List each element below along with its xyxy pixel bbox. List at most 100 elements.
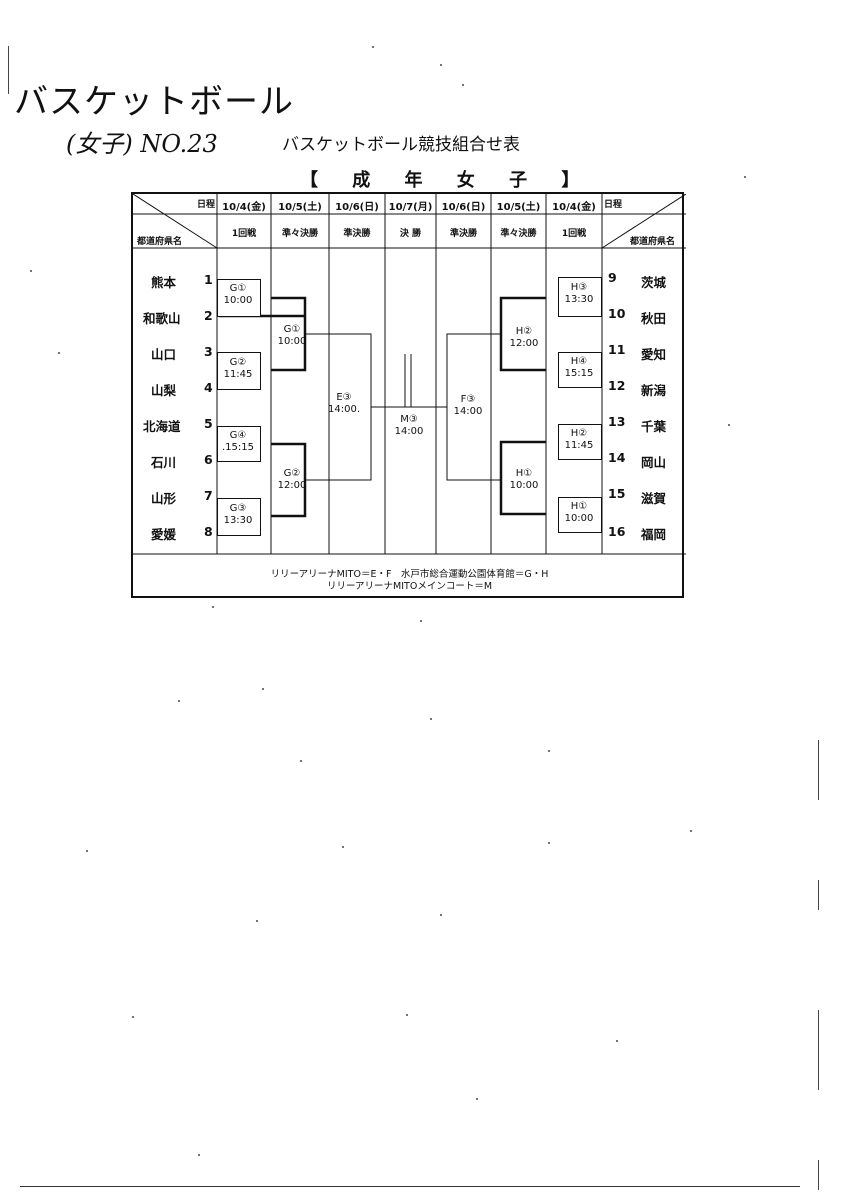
scan-speck [256,920,258,922]
right-seed-10: 10 [608,306,626,321]
bracket-lines [133,194,686,555]
right-seed-15: 15 [608,486,626,501]
header-date-3: 10/6(日) [335,202,379,213]
schedule-label-right: 日程 [604,200,623,210]
match-label-m3-time: 14:00 [394,426,424,437]
scan-speck [616,1040,618,1042]
header-round-5: 準決勝 [449,229,477,239]
scan-speck [548,842,550,844]
right-seed-12: 12 [608,378,626,393]
match-label-gq1-code: G① [283,324,301,335]
left-team-4: 山梨 [151,383,177,398]
category-title: 【 成 年 女 子 】 [300,170,594,191]
scan-edge-mark-right-1 [818,740,819,800]
match-box-h4: H④ 15:15 [558,352,602,388]
header-round-1: 1回戦 [231,229,257,239]
scan-speck [440,64,442,66]
header-date-6: 10/5(土) [496,202,541,213]
right-team-10: 秋田 [641,311,667,326]
scan-speck [212,606,214,608]
scan-edge-mark-right-4 [818,1160,819,1190]
match-label-e3-time: 14:00. [328,404,360,415]
header-round-7: 1回戦 [561,229,587,239]
match-box-g1: G① 10:00 [217,279,261,317]
venue-note-2: リリーアリーナMITOメインコート＝M [326,581,493,592]
right-team-13: 千葉 [641,419,667,434]
match-label-hq1-code: H① [515,468,533,479]
right-team-14: 岡山 [641,455,667,470]
right-seed-9: 9 [608,270,617,285]
bracket-sheet: 日程 都道府県名 日程 都道府県名 10/4(金) 10/5(土) 10/6(日… [131,192,686,598]
header-round-3: 準決勝 [343,229,371,239]
left-team-8: 愛媛 [151,527,177,542]
left-team-6: 石川 [151,455,177,470]
match-box-g2: G② 11:45 [217,352,261,390]
match-label-hq2-time: 12:00 [509,338,539,349]
scan-speck [262,688,264,690]
scan-speck [744,176,746,178]
document-title: バスケットボール競技組合せ表 [282,135,520,155]
left-seed-6: 6 [204,452,213,467]
scan-speck [132,1016,134,1018]
match-box-h3: H③ 13:30 [558,277,602,317]
match-label-m3-code: M③ [400,414,418,425]
right-seed-11: 11 [608,342,626,357]
scan-speck [86,850,88,852]
scan-speck [300,760,302,762]
header-round-6: 準々決勝 [500,229,537,239]
scan-speck [690,830,692,832]
left-team-2: 和歌山 [143,311,181,326]
right-seed-14: 14 [608,450,626,465]
left-team-5: 北海道 [143,419,181,434]
venue-note-1: リリーアリーナMITO＝E・F 水戸市総合運動公園体育館＝G・H [270,569,549,580]
header-date-7: 10/4(金) [552,202,596,213]
scan-speck [342,846,344,848]
scan-speck [430,718,432,720]
scan-speck [476,1098,478,1100]
right-team-9: 茨城 [641,275,667,290]
pref-label-right: 都道府県名 [630,237,676,247]
header-date-4: 10/7(月) [388,202,433,213]
handwritten-subtitle: (女子) NO.23 [66,130,218,158]
match-label-f3-code: F③ [460,394,476,405]
match-box-h2: H② 11:45 [558,424,602,460]
scan-edge-mark-right-2 [818,880,819,910]
right-seed-16: 16 [608,524,626,539]
left-seed-1: 1 [204,272,213,287]
match-label-hq2-code: H② [515,326,533,337]
scan-speck [58,352,60,354]
right-seed-13: 13 [608,414,626,429]
right-team-15: 滋賀 [641,491,667,506]
scan-edge-mark-left [8,46,9,94]
left-team-1: 熊本 [151,275,177,290]
scan-speck [420,620,422,622]
scan-speck [406,1014,408,1016]
scan-speck [462,84,464,86]
left-seed-4: 4 [204,380,213,395]
right-team-16: 福岡 [641,527,667,542]
scan-speck [548,750,550,752]
left-seed-8: 8 [204,524,213,539]
header-date-5: 10/6(日) [441,202,486,213]
header-date-1: 10/4(金) [222,202,266,213]
left-seed-5: 5 [204,416,213,431]
header-round-2: 準々決勝 [281,229,318,239]
match-box-g3: G③ 13:30 [217,498,261,536]
header-date-2: 10/5(土) [278,202,322,213]
scan-speck [440,914,442,916]
match-label-gq2-code: G② [283,468,301,479]
left-team-3: 山口 [151,347,177,362]
left-team-7: 山形 [151,491,177,506]
right-team-11: 愛知 [641,347,667,362]
schedule-label-left: 日程 [197,200,216,210]
match-label-e3-code: E③ [336,392,352,403]
scan-speck [178,700,180,702]
match-label-gq2-time: 12:00 [277,480,307,491]
bottom-rule [20,1186,800,1187]
scan-speck [372,46,374,48]
handwritten-title: バスケットボール [14,82,294,122]
match-label-gq1-time: 10:00 [277,336,307,347]
right-team-12: 新潟 [641,383,667,398]
match-label-f3-time: 14:00 [453,406,483,417]
match-box-g4: G④ .15:15 [217,426,261,462]
